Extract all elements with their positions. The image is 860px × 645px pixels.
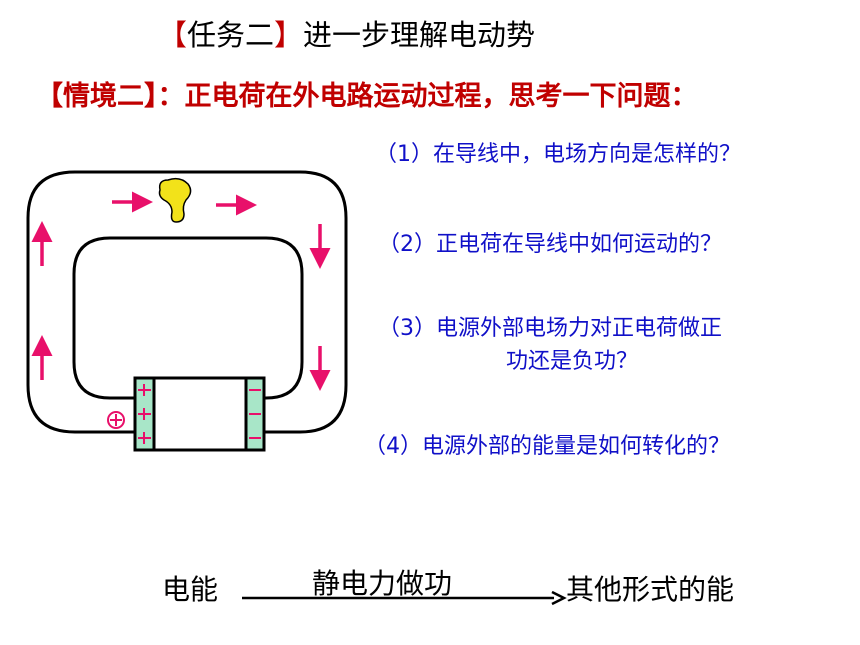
energy-to: 其他形式的能: [566, 573, 735, 606]
energy-process: 静电力做功: [312, 567, 453, 600]
outer-wire: [26, 170, 348, 434]
question-4: （4）电源外部的能量是如何转化的？: [364, 434, 730, 459]
title-bracket-close: 】: [274, 18, 304, 52]
battery-body: [152, 376, 248, 452]
title-bracket-open: 【: [158, 18, 188, 52]
inner-wire: [72, 236, 304, 400]
moving-charge-icon: [158, 177, 192, 223]
question-3-line-1: （3）电源外部电场力对正电荷做正: [378, 316, 722, 341]
positive-charge-icon: [107, 411, 125, 429]
question-1: （1）在导线中，电场方向是怎样的？: [375, 142, 741, 167]
battery-minus-signs: [249, 389, 261, 439]
title-task-label: 任务二: [187, 18, 275, 52]
slide-title: 【任务二】进一步理解电动势: [158, 12, 535, 54]
battery-plus-signs: [138, 384, 151, 444]
energy-from: 电能: [162, 573, 219, 606]
field-direction-arrows: [31, 191, 331, 391]
question-2: （2）正电荷在导线中如何运动的？: [378, 232, 722, 257]
title-text: 进一步理解电动势: [303, 18, 536, 52]
conversion-arrow-head-icon: [551, 590, 567, 606]
scenario-heading: 【情境二】：正电荷在外电路运动过程，思考一下问题：: [36, 81, 698, 112]
question-3-line-2: 功还是负功？: [506, 349, 639, 374]
